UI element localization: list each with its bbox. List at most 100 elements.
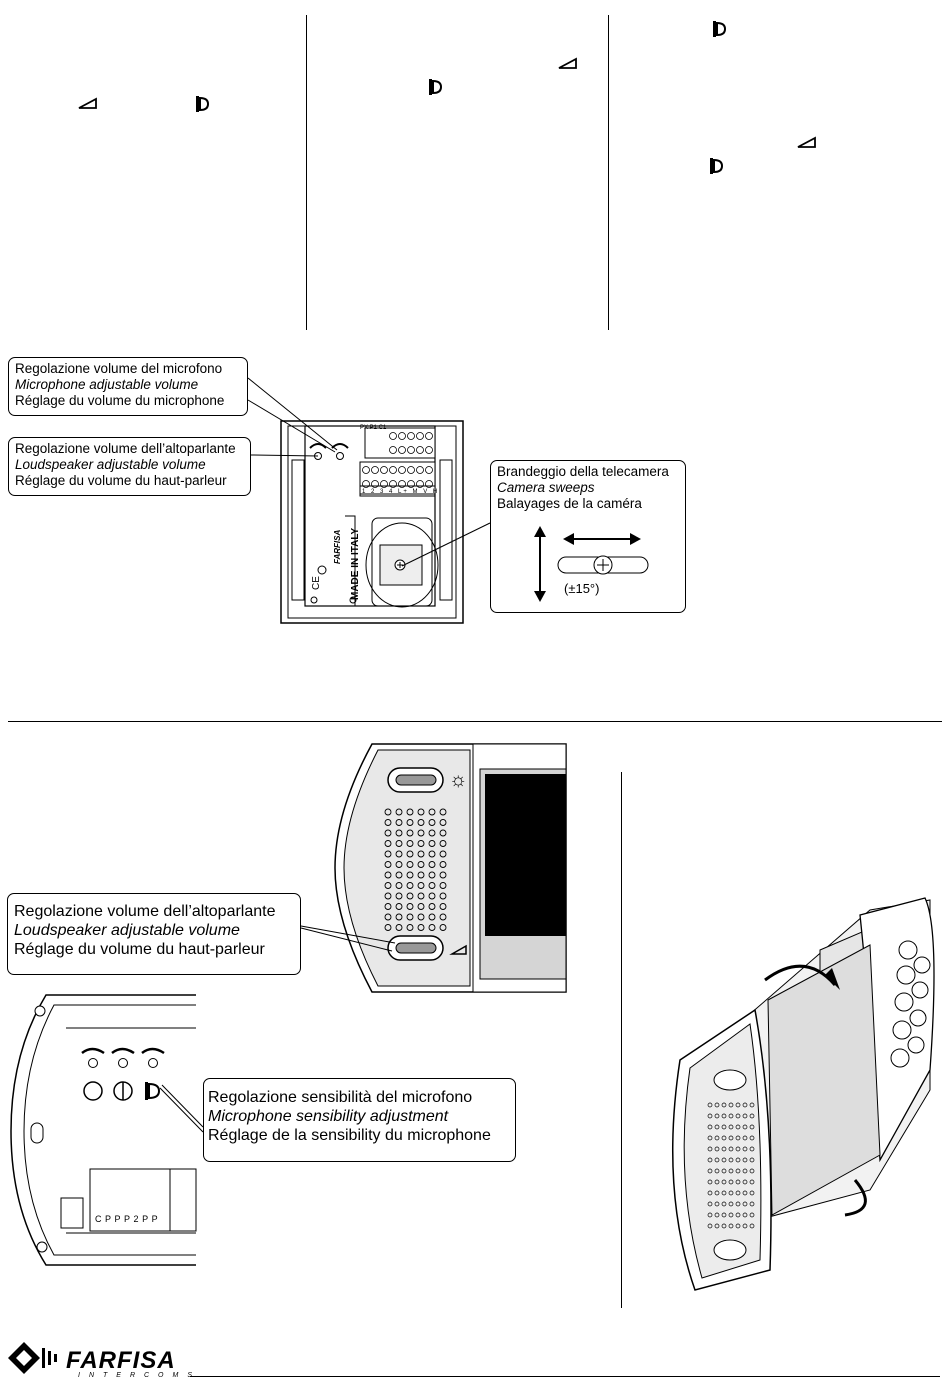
speaker-grille-hole bbox=[728, 1157, 734, 1163]
speaker-grille-hole bbox=[439, 808, 447, 816]
speaker-grille-hole bbox=[749, 1179, 755, 1185]
speaker-grille-hole bbox=[742, 1190, 748, 1196]
volume-wedge-icon bbox=[78, 97, 97, 109]
callout-line-en: Microphone adjustable volume bbox=[15, 377, 199, 392]
camera-sweep-callout: Brandeggio della telecamera Camera sweep… bbox=[490, 460, 686, 613]
speaker-grille-hole bbox=[417, 882, 425, 889]
speaker-grille-hole bbox=[742, 1124, 748, 1130]
speaker-grille-hole bbox=[707, 1201, 713, 1207]
speaker-grille-hole bbox=[735, 1146, 741, 1152]
speaker-grille-hole bbox=[395, 829, 403, 837]
speaker-grille-hole bbox=[714, 1223, 720, 1229]
speaker-grille-hole bbox=[406, 861, 414, 868]
lower-column-separator bbox=[621, 772, 622, 1308]
speaker-grille-hole bbox=[439, 819, 447, 826]
speaker-grille-hole bbox=[721, 1157, 727, 1163]
speaker-grille-hole bbox=[735, 1190, 741, 1196]
speaker-grille-hole bbox=[749, 1223, 755, 1229]
callout-line-it: Regolazione volume dell’altoparlante bbox=[14, 903, 276, 920]
speaker-grille-hole bbox=[721, 1212, 727, 1218]
microphone-icon bbox=[196, 96, 210, 112]
footer-tagline: INTERCOMS bbox=[78, 1372, 201, 1379]
speaker-grille-hole bbox=[742, 1102, 748, 1108]
speaker-grille-hole bbox=[406, 892, 414, 900]
speaker-grille-hole bbox=[707, 1190, 713, 1196]
external-unit-board-drawing bbox=[280, 420, 464, 624]
speaker-grille-hole bbox=[749, 1102, 755, 1108]
speaker-grille-hole bbox=[384, 871, 392, 879]
speaker-grille-hole bbox=[714, 1157, 720, 1163]
speaker-grille-hole bbox=[428, 829, 436, 837]
leader-lines-upper bbox=[247, 377, 491, 567]
board-terminal-label-top: PX P1 C1 bbox=[360, 425, 387, 431]
speaker-grille-hole bbox=[384, 903, 392, 910]
speaker-grille-hole bbox=[384, 829, 392, 837]
speaker-grille-hole bbox=[749, 1157, 755, 1163]
speaker-grille-hole bbox=[439, 913, 447, 921]
lower-speaker-volume-callout: Regolazione volume dell’altoparlante Lou… bbox=[7, 893, 301, 975]
speaker-grille-hole bbox=[439, 850, 447, 858]
speaker-grille-hole bbox=[428, 808, 436, 816]
upper-speaker-volume-callout: Regolazione volume dell’altoparlante Lou… bbox=[8, 437, 251, 496]
speaker-grille-hole bbox=[417, 861, 425, 868]
speaker-grille-hole bbox=[714, 1124, 720, 1130]
speaker-grille-hole bbox=[417, 829, 425, 837]
speaker-grille-hole bbox=[728, 1190, 734, 1196]
speaker-grille-hole bbox=[742, 1146, 748, 1152]
callout-line-fr: Réglage du volume du haut-parleur bbox=[14, 941, 265, 958]
terminal-label: P bbox=[114, 1214, 125, 1224]
speaker-grille-hole bbox=[439, 840, 447, 847]
speaker-grille-hole bbox=[395, 819, 403, 826]
speaker-grille-hole bbox=[728, 1168, 734, 1174]
speaker-grille-hole bbox=[406, 924, 414, 931]
callout-line-fr: Réglage du volume du haut-parleur bbox=[15, 473, 227, 488]
speaker-grille-hole bbox=[406, 850, 414, 858]
speaker-grille-hole bbox=[384, 892, 392, 900]
rear-board-drawing bbox=[10, 994, 197, 1266]
speaker-grille-hole bbox=[439, 892, 447, 900]
terminal-label: C bbox=[95, 1214, 105, 1224]
speaker-grille-hole bbox=[439, 924, 447, 931]
callout-line-en: Microphone sensibility adjustment bbox=[208, 1108, 449, 1125]
callout-line-en: Camera sweeps bbox=[497, 480, 595, 495]
leader-lines-lower bbox=[159, 925, 396, 1133]
volume-wedge-icon bbox=[558, 57, 577, 69]
speaker-grille-hole bbox=[384, 808, 392, 816]
speaker-grille-hole bbox=[428, 892, 436, 900]
terminal-label: P bbox=[105, 1214, 115, 1224]
speaker-grille-hole bbox=[721, 1124, 727, 1130]
speaker-grille-hole bbox=[728, 1113, 734, 1119]
speaker-grille-hole bbox=[384, 882, 392, 889]
speaker-grille-hole bbox=[742, 1201, 748, 1207]
speaker-grille-hole bbox=[749, 1113, 755, 1119]
speaker-grille-hole bbox=[406, 819, 414, 826]
speaker-grille-hole bbox=[749, 1168, 755, 1174]
speaker-grille-hole bbox=[735, 1201, 741, 1207]
speaker-grille-hole bbox=[428, 882, 436, 889]
speaker-grille-hole bbox=[742, 1113, 748, 1119]
speaker-grille-hole bbox=[395, 882, 403, 889]
speaker-grille-hole bbox=[721, 1201, 727, 1207]
speaker-grille-hole bbox=[406, 913, 414, 921]
microphone-icon bbox=[713, 21, 727, 37]
speaker-grille-hole bbox=[428, 861, 436, 868]
speaker-grille-hole bbox=[395, 892, 403, 900]
speaker-grille-hole bbox=[395, 871, 403, 879]
speaker-grille-hole bbox=[735, 1223, 741, 1229]
microphone-icon bbox=[429, 79, 443, 95]
speaker-grille-hole bbox=[428, 819, 436, 826]
callout-line-it: Regolazione volume dell’altoparlante bbox=[15, 441, 236, 456]
speaker-grille-hole bbox=[721, 1168, 727, 1174]
speaker-grille-hole bbox=[417, 892, 425, 900]
speaker-grille-hole bbox=[707, 1135, 713, 1141]
speaker-grille-hole bbox=[742, 1212, 748, 1218]
speaker-grille-hole bbox=[714, 1135, 720, 1141]
speaker-grille-hole bbox=[395, 924, 403, 931]
speaker-grille-hole bbox=[707, 1212, 713, 1218]
footer-rule bbox=[190, 1376, 940, 1377]
speaker-grille-hole bbox=[428, 913, 436, 921]
speaker-grille-hole bbox=[735, 1157, 741, 1163]
speaker-grille-hole bbox=[735, 1168, 741, 1174]
speaker-grille-hole bbox=[728, 1223, 734, 1229]
speaker-grille-hole bbox=[406, 808, 414, 816]
